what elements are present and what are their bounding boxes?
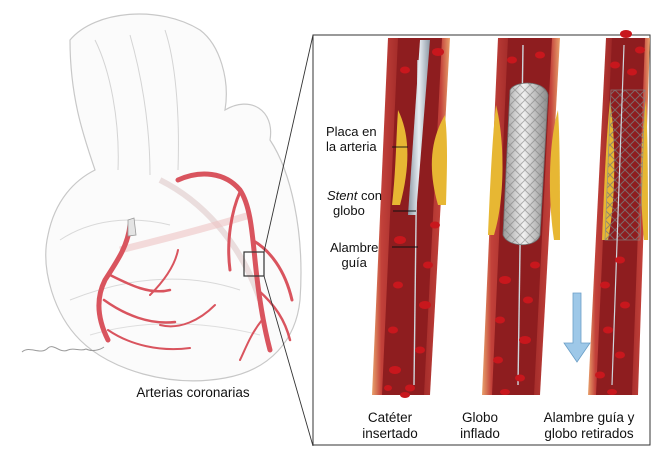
wire-label: Alambre guía (330, 240, 378, 270)
panel-caption-catheter: Catéter insertado (350, 410, 430, 442)
panel-caption-removed: Alambre guía y globo retirados (530, 410, 648, 442)
stent-label: Stent con globo (327, 188, 382, 218)
plaque-label: Placa en la arteria (326, 124, 377, 154)
heart-caption: Arterias coronarias (118, 385, 268, 401)
heart-drawing (22, 14, 313, 446)
panel-caption-balloon: Globo inflado (445, 410, 515, 442)
expanded-stent (605, 90, 645, 240)
